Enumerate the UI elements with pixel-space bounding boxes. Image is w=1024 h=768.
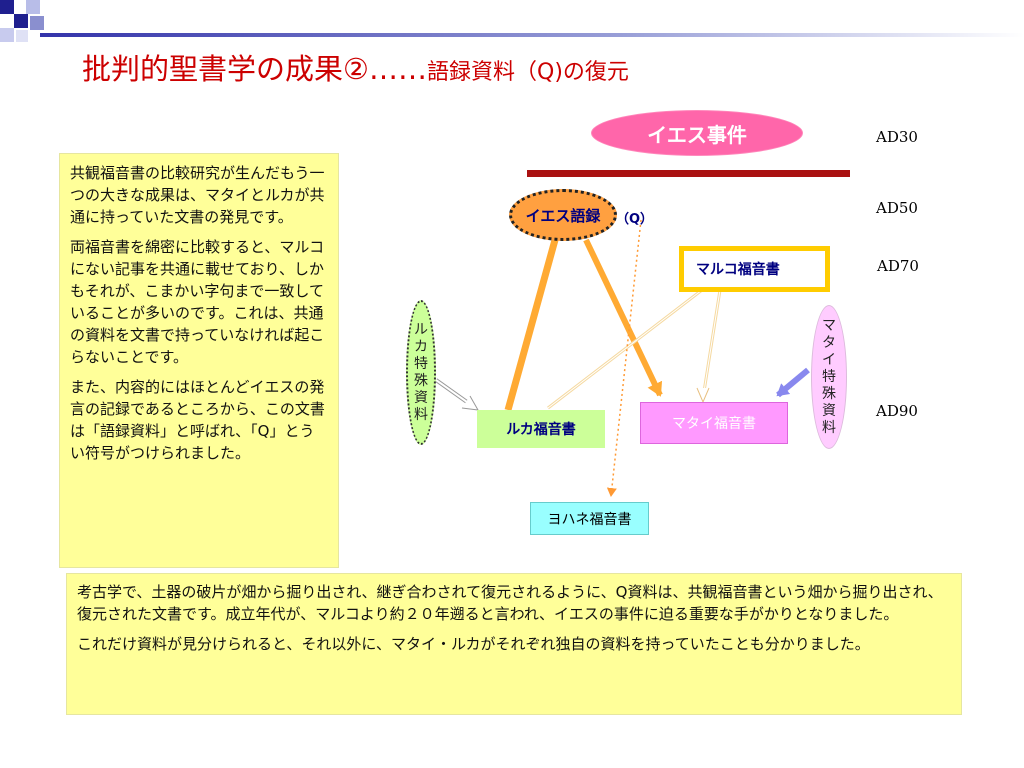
q-mark-label: （Q）: [616, 212, 654, 227]
jesus-event-node: イエス事件: [591, 110, 803, 156]
john-gospel-node: ヨハネ福音書: [530, 502, 649, 535]
q-to-luke-arrow: [504, 239, 559, 411]
luke-gospel-node: ルカ福音書: [477, 410, 605, 448]
matthew-special-char: 特: [822, 368, 836, 385]
header-rule: [40, 33, 1024, 37]
event-timeline-bar: [527, 170, 850, 177]
matthew-special-char: 殊: [822, 385, 836, 402]
matthew-special-char: 資: [822, 402, 836, 419]
q-source-node: イエス語録: [509, 189, 617, 241]
left-paragraph-3: また、内容的にはほとんどイエスの発言の記録であるところから、この文書は「語録資料…: [70, 378, 325, 462]
luke-special-char: 殊: [414, 372, 428, 389]
luke-special-char: 料: [414, 406, 428, 423]
bottom-text-box: 考古学で、土器の破片が畑から掘り出され、継ぎ合わされて復元されるように、Q資料は…: [66, 573, 962, 715]
deco-square: [0, 0, 14, 14]
matthew-special-char: イ: [822, 351, 836, 368]
luke-gospel-label: ルカ福音書: [506, 422, 576, 438]
left-paragraph-1: 共観福音書の比較研究が生んだもう一つの大きな成果は、マタイとルカが共通に持ってい…: [70, 164, 325, 226]
bottom-paragraph-2: これだけ資料が見分けられると、それ以外に、マタイ・ルカがそれぞれ独自の資料を持っ…: [77, 635, 870, 653]
left-text-box: 共観福音書の比較研究が生んだもう一つの大きな成果は、マタイとルカが共通に持ってい…: [59, 153, 339, 568]
matthew-gospel-label: マタイ福音書: [672, 416, 756, 432]
luke-special-char: 特: [414, 355, 428, 372]
mark-gospel-node: マルコ福音書: [679, 246, 830, 292]
luke-special-source-node: ル カ 特 殊 資 料: [406, 300, 436, 445]
q-source-label: イエス語録: [525, 206, 601, 225]
timeline-label-ad90: AD90: [876, 402, 918, 420]
jesus-event-label: イエス事件: [647, 122, 747, 147]
timeline-label-ad30: AD30: [876, 128, 918, 146]
john-gospel-label: ヨハネ福音書: [547, 511, 632, 528]
deco-square: [26, 0, 40, 14]
left-paragraph-2: 両福音書を綿密に比較すると、マルコにない記事を共通に載せており、しかもそれが、こ…: [70, 238, 325, 366]
bottom-paragraph-1: 考古学で、土器の破片が畑から掘り出され、継ぎ合わされて復元されるように、Q資料は…: [77, 583, 943, 623]
matthew-gospel-node: マタイ福音書: [640, 402, 788, 444]
timeline-label-ad50: AD50: [876, 199, 918, 217]
matthew-special-char: マ: [822, 317, 836, 334]
matthew-special-arrow: [776, 367, 810, 398]
deco-square: [0, 28, 14, 42]
matthew-special-char: タ: [822, 334, 836, 351]
deco-square: [16, 30, 28, 42]
slide-title: 批判的聖書学の成果②……語録資料（Q)の復元: [82, 46, 629, 88]
timeline-label-ad70: AD70: [877, 257, 919, 275]
to-john-dotted-arrow: [606, 219, 642, 497]
deco-square: [14, 14, 28, 28]
title-sub: 語録資料（Q)の復元: [427, 60, 629, 85]
mark-gospel-label: マルコ福音書: [696, 262, 780, 278]
luke-special-char: ル: [414, 321, 428, 338]
matthew-special-source-node: マ タ イ 特 殊 資 料: [811, 305, 847, 449]
title-main: 批判的聖書学の成果②……: [82, 52, 427, 86]
matthew-special-char: 料: [822, 419, 836, 436]
deco-square: [30, 16, 44, 30]
luke-special-char: カ: [414, 338, 428, 355]
q-to-matthew-arrow: [583, 238, 663, 397]
luke-special-char: 資: [414, 389, 428, 406]
